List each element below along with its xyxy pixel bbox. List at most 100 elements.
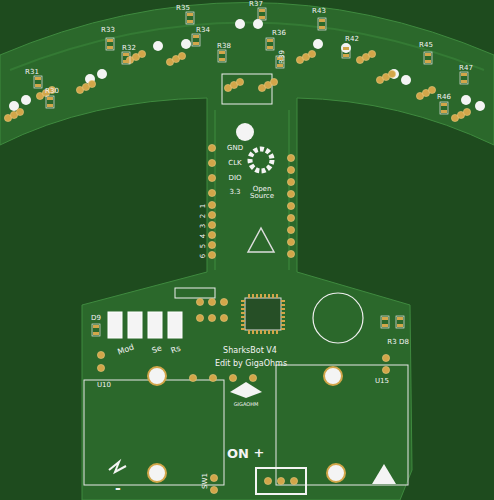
- ref-designator: D8: [399, 339, 409, 346]
- solder-pad: [210, 474, 217, 481]
- solder-pad: [287, 214, 294, 221]
- pin-name: GND: [227, 145, 243, 152]
- connector-outline: [175, 288, 215, 298]
- chip-pin: [256, 294, 258, 298]
- sensor-hole: [313, 39, 323, 49]
- mount-hole: [148, 367, 166, 385]
- solder-pad: [277, 477, 284, 484]
- ref-designator: U15: [375, 378, 389, 385]
- solder-pad: [209, 374, 216, 381]
- pin-number: 3: [200, 224, 207, 228]
- solder-pad: [196, 298, 203, 305]
- solder-pad: [382, 366, 389, 373]
- ref-designator: U10: [97, 382, 111, 389]
- solder-pad: [196, 314, 203, 321]
- sensor-outline: [222, 74, 272, 104]
- solder-pad: [16, 108, 23, 115]
- chip-pin: [276, 294, 278, 298]
- chip-pin: [281, 300, 285, 302]
- mount-hole: [236, 123, 254, 141]
- chip-pin: [241, 324, 245, 326]
- resistor: [381, 316, 389, 328]
- solder-pad: [368, 50, 375, 57]
- ref-designator: R39: [279, 50, 286, 64]
- ref-designator: R38: [217, 43, 231, 50]
- solder-pad: [287, 190, 294, 197]
- esd-symbol: [248, 228, 274, 252]
- trace: [10, 23, 484, 71]
- pin-number: 5: [200, 244, 207, 248]
- solder-pad: [208, 231, 215, 238]
- solder-pad: [463, 108, 470, 115]
- chip-pin: [281, 320, 285, 322]
- ref-designator: R46: [437, 94, 451, 101]
- solder-pad: [287, 238, 294, 245]
- chip-pin: [248, 330, 250, 334]
- sensor-hole: [181, 39, 191, 49]
- ref-designator: R47: [459, 65, 473, 72]
- chip-pin: [272, 294, 274, 298]
- ref-designator: R3: [387, 339, 396, 346]
- sensor-hole: [235, 19, 245, 29]
- chip-pin: [241, 312, 245, 314]
- chip-pin: [241, 316, 245, 318]
- ref-designator: R36: [272, 30, 286, 37]
- ref-designator: R30: [45, 88, 59, 95]
- sensor-hole: [341, 43, 351, 53]
- solder-pad: [97, 364, 104, 371]
- solder-pad: [308, 50, 315, 57]
- mount-hole: [148, 464, 166, 482]
- solder-pad: [208, 314, 215, 321]
- resistor: [218, 50, 226, 62]
- pin-name: CLK: [228, 160, 241, 167]
- chip-pin: [281, 328, 285, 330]
- solder-pad: [97, 351, 104, 358]
- ref-designator: R34: [196, 27, 210, 34]
- lightning-symbol: [109, 462, 126, 472]
- sensor-hole: [389, 69, 399, 79]
- chip-pin: [276, 330, 278, 334]
- resistor: [266, 38, 274, 50]
- solder-pad: [229, 374, 236, 381]
- chip-pin: [241, 308, 245, 310]
- sensor-hole: [153, 41, 163, 51]
- logo-text: GIGAOHM: [234, 402, 259, 407]
- solder-pad: [249, 374, 256, 381]
- solder-pad: [428, 86, 435, 93]
- pin-number: 6: [200, 254, 207, 258]
- board-credit: Edit by GigaOhms: [215, 360, 287, 368]
- pin-name: DIO: [229, 175, 242, 182]
- gigaohm-logo: [230, 382, 262, 398]
- ref-designator: R31: [25, 69, 39, 76]
- dip-switch: [168, 312, 182, 338]
- high-voltage-symbol: [372, 464, 396, 484]
- switch-outline: [256, 468, 306, 494]
- board-outline: [0, 3, 494, 500]
- resistor: [440, 102, 448, 114]
- ref-designator: R35: [176, 5, 190, 12]
- chip-pin: [272, 330, 274, 334]
- solder-pad: [208, 201, 215, 208]
- sensor-hole: [401, 75, 411, 85]
- battery-holder: [84, 380, 224, 485]
- resistor: [396, 316, 404, 328]
- chip-pin: [256, 330, 258, 334]
- sensor-hole: [253, 19, 263, 29]
- mount-hole: [324, 367, 342, 385]
- chip-pin: [268, 330, 270, 334]
- solder-pad: [138, 50, 145, 57]
- solder-pad: [388, 70, 395, 77]
- resistor: [258, 8, 266, 20]
- solder-pad: [287, 178, 294, 185]
- solder-pad: [208, 251, 215, 258]
- solder-pad: [208, 189, 215, 196]
- power-label: ON: [227, 447, 249, 460]
- chip-pin: [252, 330, 254, 334]
- solder-pad: [189, 374, 196, 381]
- buzzer: [313, 293, 363, 343]
- ref-designator: SW1: [202, 473, 209, 489]
- solder-pad: [290, 477, 297, 484]
